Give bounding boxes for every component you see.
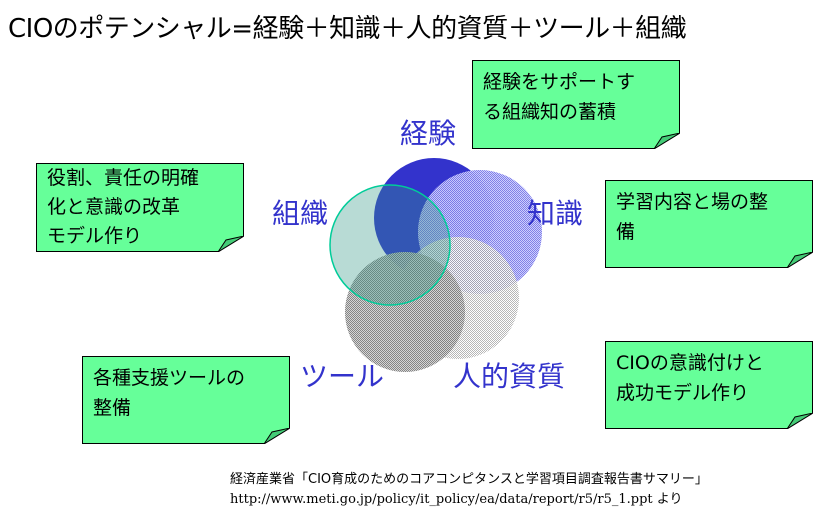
label-experience: 経験 xyxy=(400,117,457,150)
folded-corner-icon xyxy=(787,252,813,268)
source-url: http://www.meti.go.jp/policy/it_policy/e… xyxy=(230,492,653,507)
note-line: CIOの意識付けと xyxy=(616,352,764,374)
tools-circle xyxy=(345,252,465,372)
note-line: 各種支援ツールの xyxy=(93,367,246,389)
note-line: モデル作り xyxy=(47,225,143,247)
note-line: る組織知の蓄積 xyxy=(483,101,617,123)
label-organization: 組織 xyxy=(272,197,329,230)
note-line: 経験をサポートす xyxy=(483,71,636,93)
tools-circle-shade xyxy=(345,252,465,372)
note-line: 備 xyxy=(616,221,636,243)
note-line: 整備 xyxy=(93,397,132,419)
note-line: 成功モデル作り xyxy=(616,382,750,404)
folded-corner-icon xyxy=(654,133,680,149)
note-personal-qualities: CIOの意識付けと 成功モデル作り xyxy=(605,341,813,429)
folded-corner-icon xyxy=(264,428,290,444)
organization-circle xyxy=(329,184,451,306)
page-title: CIOのポテンシャル=経験＋知識＋人的資質＋ツール＋組織 xyxy=(8,14,687,44)
folded-corner-icon xyxy=(787,413,813,429)
note-line: 学習内容と場の整 xyxy=(616,191,769,213)
note-organization: 役割、責任の明確 化と意識の改革 モデル作り xyxy=(36,163,244,252)
note-line: 役割、責任の明確 xyxy=(47,167,200,189)
label-personal-qualities: 人的資質 xyxy=(453,360,566,393)
note-experience: 経験をサポートす る組織知の蓄積 xyxy=(472,60,680,149)
note-knowledge: 学習内容と場の整 備 xyxy=(605,180,813,268)
source-url-line: http://www.meti.go.jp/policy/it_policy/e… xyxy=(230,488,683,507)
note-tools: 各種支援ツールの 整備 xyxy=(82,356,290,444)
source-suffix: より xyxy=(656,492,683,507)
note-line: 化と意識の改革 xyxy=(47,196,181,218)
source-citation: 経済産業省「CIO育成のためのコアコンピタンスと学習項目調査報告書サマリー」 xyxy=(230,472,708,487)
label-knowledge: 知識 xyxy=(527,197,584,230)
label-tools: ツール xyxy=(300,360,385,393)
folded-corner-icon xyxy=(218,236,244,252)
